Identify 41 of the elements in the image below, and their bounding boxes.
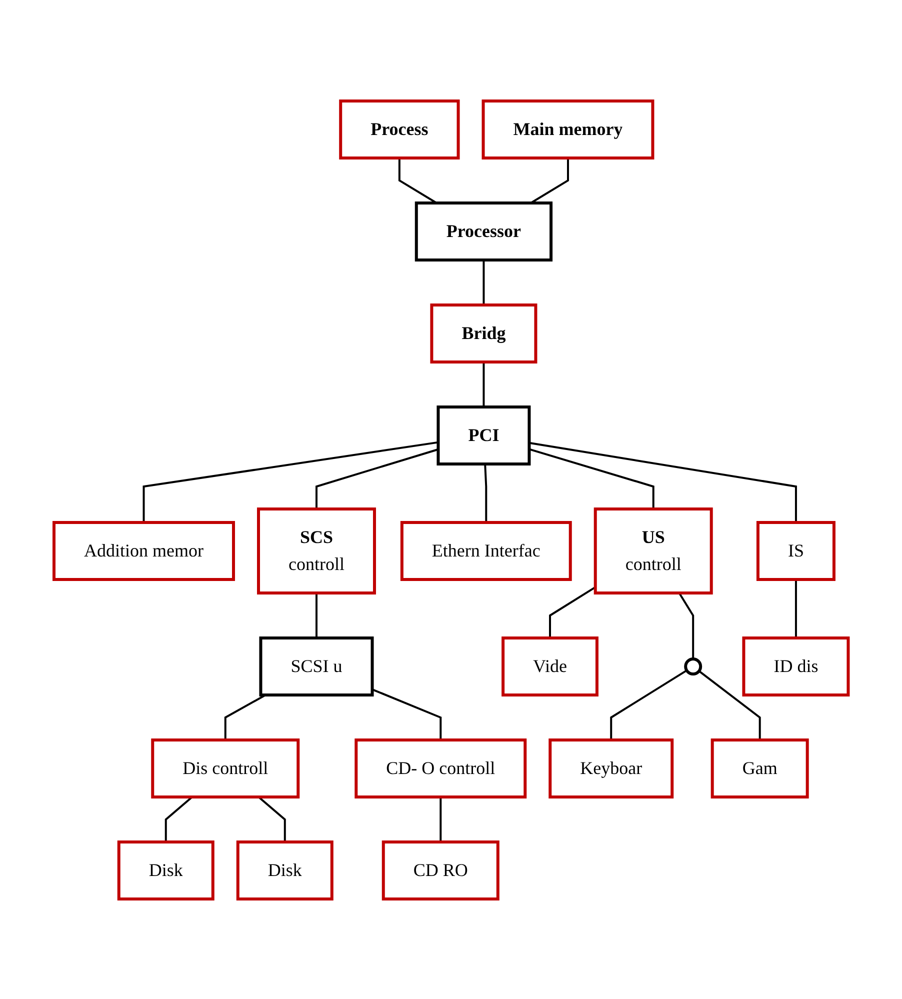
- node-box: Process: [339, 99, 460, 159]
- node-box: Main memory: [482, 99, 654, 159]
- connector: [398, 158, 438, 204]
- connector: [258, 796, 286, 842]
- node-box: Processor: [414, 201, 552, 261]
- connector: [794, 579, 797, 638]
- node-box: Ethern Interfac: [400, 520, 572, 580]
- node-box: CD RO: [382, 840, 500, 900]
- node-box: Bridg: [430, 303, 538, 363]
- node-box: PCI: [436, 405, 531, 465]
- connector: [698, 670, 761, 740]
- connector: [224, 694, 266, 740]
- connector: [528, 448, 654, 508]
- node-box: ID dis: [742, 636, 850, 696]
- connector: [440, 796, 442, 842]
- node-box: IS: [756, 520, 836, 580]
- connector: [678, 592, 694, 658]
- connector: [482, 260, 485, 304]
- node-box: US controll: [594, 507, 713, 594]
- connector: [372, 688, 442, 740]
- connector: [530, 158, 569, 204]
- connector: [164, 796, 193, 842]
- node-box: Disk: [236, 840, 334, 900]
- connector: [315, 592, 318, 638]
- connector: [482, 362, 485, 406]
- node-box: Gam: [710, 738, 809, 798]
- connector: [484, 463, 488, 522]
- node-box: Dis controll: [151, 738, 300, 798]
- connector: [528, 441, 797, 522]
- node-box: CD- O controll: [354, 738, 527, 798]
- connector: [610, 669, 688, 740]
- node-circle: [684, 657, 702, 675]
- node-box: Disk: [117, 840, 214, 900]
- connector: [142, 440, 438, 522]
- connector: [315, 448, 438, 508]
- node-box: SCS controll: [256, 507, 376, 594]
- node-box: Addition memor: [52, 520, 235, 580]
- connector: [548, 586, 596, 638]
- node-box: Keyboar: [548, 738, 674, 798]
- node-box: SCSI u: [259, 636, 374, 696]
- node-box: Vide: [501, 636, 598, 696]
